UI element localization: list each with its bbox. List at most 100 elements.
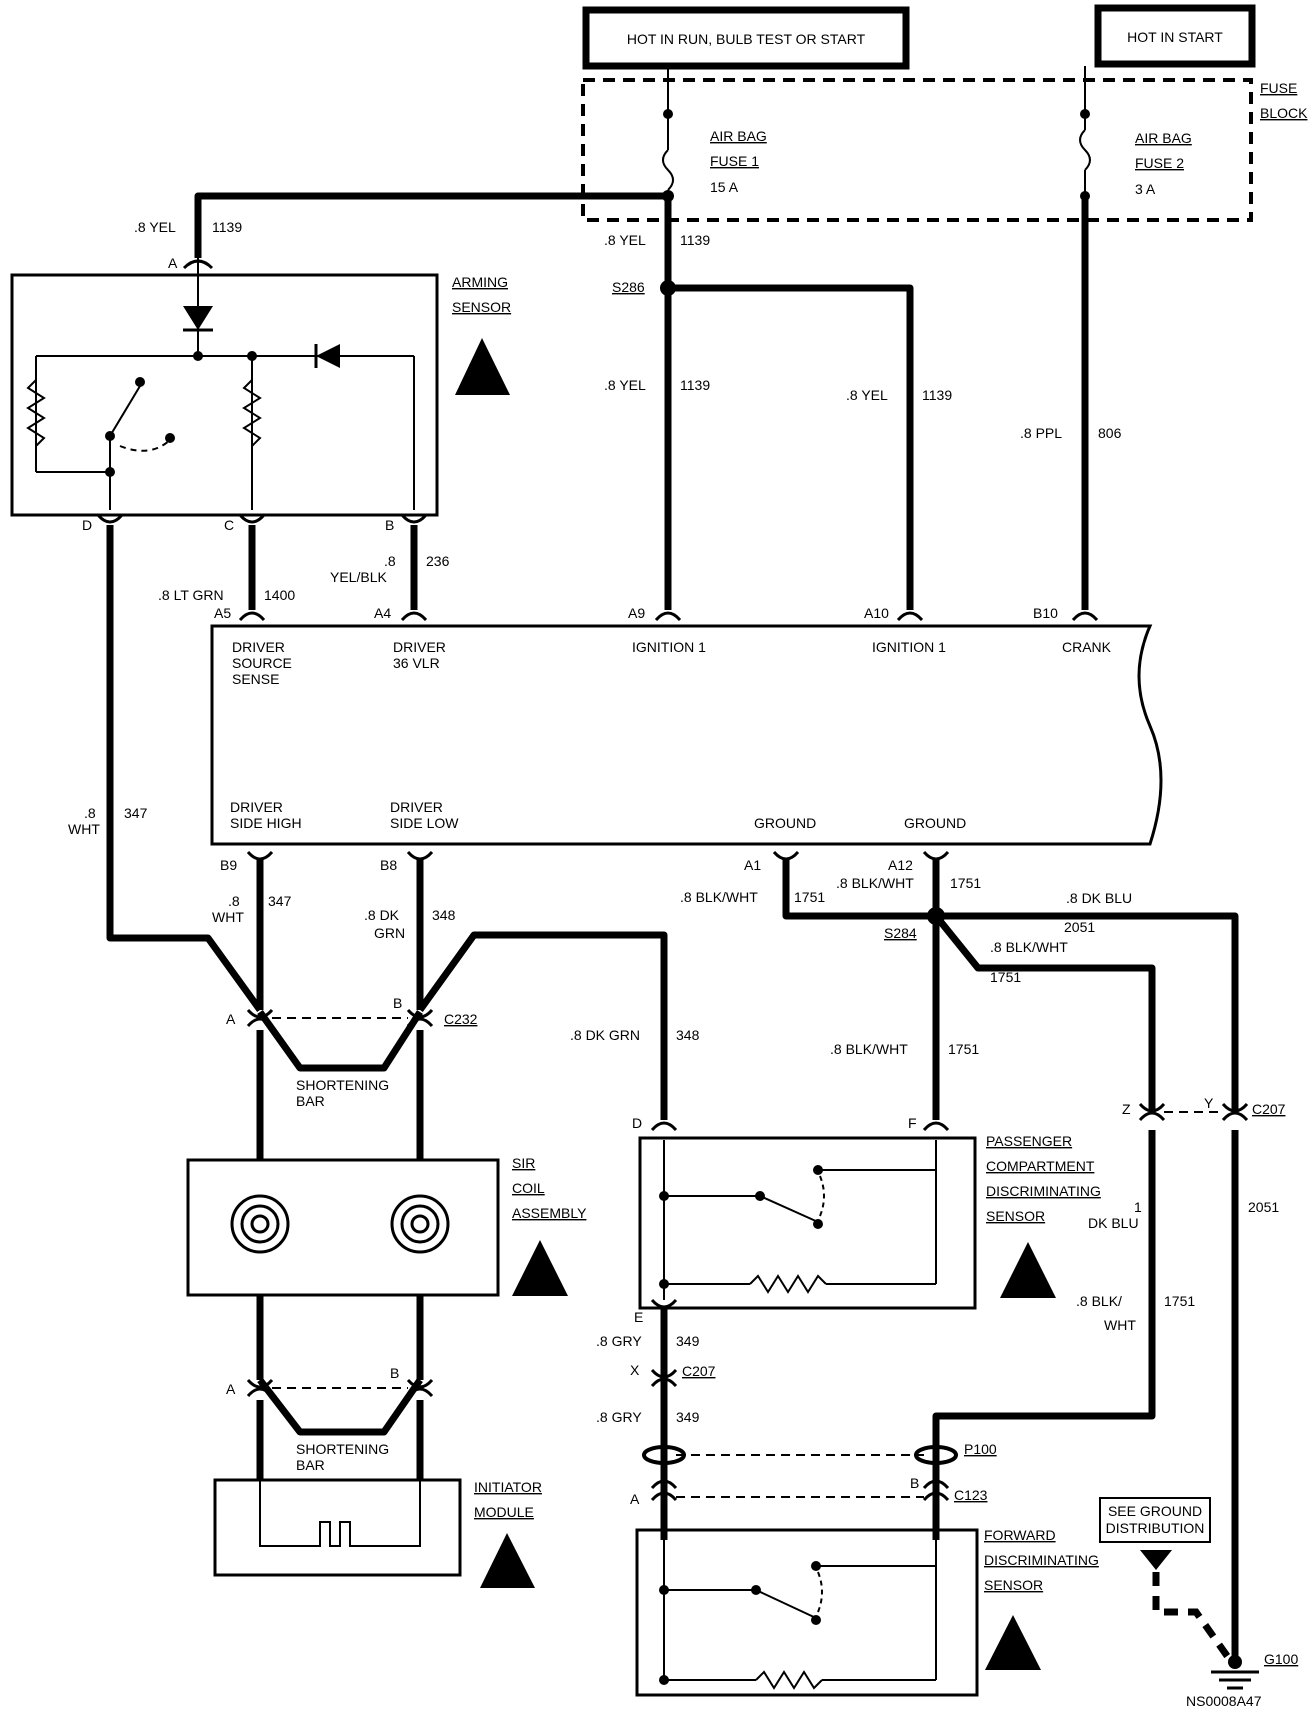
- warning-icon: [455, 338, 510, 395]
- w-wht-1a: .8: [84, 805, 96, 821]
- mod-side-low-1: DRIVER: [390, 799, 443, 815]
- w-yelblk-2: YEL/BLK: [330, 569, 387, 585]
- pin-a-c123: A: [630, 1491, 640, 1507]
- w-blkwht-4: .8 BLK/WHT: [830, 1041, 908, 1057]
- g100-label: G100: [1264, 1651, 1298, 1667]
- header-hot-run: HOT IN RUN, BULB TEST OR START: [582, 6, 910, 70]
- w-2051-1: 2051: [1064, 919, 1095, 935]
- pin-b9: B9: [220, 857, 237, 873]
- short-bar-upper-1: SHORTENING: [296, 1077, 389, 1093]
- ground-g100: SEE GROUND DISTRIBUTION G100 NS0008A47: [1099, 1497, 1298, 1709]
- w-yelblk-1: .8: [384, 553, 396, 569]
- pin-z-c207: Z: [1122, 1101, 1131, 1117]
- fuse1-l1: AIR BAG: [710, 128, 767, 144]
- short-bar-upper-2: BAR: [296, 1093, 325, 1109]
- w-yel-2: .8 YEL: [604, 232, 646, 248]
- fuse1-rating: 15 A: [710, 179, 739, 195]
- terminals: [96, 259, 1249, 1502]
- forward-discriminating-sensor: FORWARD DISCRIMINATING SENSOR: [635, 1527, 1099, 1697]
- w-wht-2a: .8: [228, 893, 240, 909]
- pin-d-arming: D: [82, 517, 92, 533]
- pin-a1: A1: [744, 857, 761, 873]
- pin-b-arming: B: [385, 517, 394, 533]
- pin-b8: B8: [380, 857, 397, 873]
- fds-label-2: DISCRIMINATING: [984, 1552, 1099, 1568]
- header-hot-run-label: HOT IN RUN, BULB TEST OR START: [627, 31, 866, 47]
- initiator-module: INITIATOR MODULE: [213, 1478, 542, 1588]
- splice-s286: [660, 280, 676, 296]
- pin-a-c232: A: [226, 1011, 236, 1027]
- w-1139-4: 1139: [922, 387, 952, 403]
- pin-b-lower: B: [390, 1365, 399, 1381]
- splice-s284: [927, 907, 945, 925]
- warning-icon: [1000, 1242, 1056, 1298]
- pin-labels: A D C B A5 A4 A9 A10 B10 B9 B8 A1 A12 A …: [82, 255, 1214, 1507]
- w-348-2: 348: [676, 1027, 700, 1043]
- w-blkwht-3: .8 BLK/WHT: [990, 939, 1068, 955]
- w-dkgrn-2: .8 DK GRN: [570, 1027, 640, 1043]
- pcds-label-1: PASSENGER: [986, 1133, 1072, 1149]
- pin-a10: A10: [864, 605, 889, 621]
- pin-a4: A4: [374, 605, 391, 621]
- w-wht-1b: WHT: [68, 821, 100, 837]
- diagnostic-module: DRIVER SOURCE SENSE DRIVER 36 VLR IGNITI…: [210, 624, 1163, 846]
- mod-side-high-1: DRIVER: [230, 799, 283, 815]
- warning-icon: [985, 1615, 1041, 1670]
- fuse1-l2: FUSE 1: [710, 153, 759, 169]
- pin-f-pcds: F: [908, 1115, 917, 1131]
- w-dkgrn-1a: .8 DK: [364, 907, 400, 923]
- passenger-compartment-sensor: PASSENGER COMPARTMENT DISCRIMINATING SEN…: [638, 1133, 1101, 1310]
- short-bar-lower-2: BAR: [296, 1457, 325, 1473]
- ref-c232: C232: [444, 1011, 478, 1027]
- w-1751-5: 1751: [1164, 1293, 1195, 1309]
- w-yel-1: .8 YEL: [134, 219, 176, 235]
- mod-ground-b: GROUND: [904, 815, 966, 831]
- mod-ign1-a: IGNITION 1: [632, 639, 706, 655]
- header-hot-start: HOT IN START: [1094, 4, 1256, 68]
- warning-icon: [512, 1240, 568, 1296]
- w-ppl: .8 PPL: [1020, 425, 1062, 441]
- w-1139-1: 1139: [212, 219, 242, 235]
- w-dkblu-2b: DK BLU: [1088, 1215, 1139, 1231]
- mod-driver36-2: 36 VLR: [393, 655, 440, 671]
- arming-label-2: SENSOR: [452, 299, 511, 315]
- short-bar-lower-1: SHORTENING: [296, 1441, 389, 1457]
- ref-s284: S284: [884, 925, 917, 941]
- pin-b-c232: B: [393, 995, 402, 1011]
- fuse-block-title-1: FUSE: [1260, 80, 1297, 96]
- warning-icon: [480, 1533, 535, 1588]
- pin-c-arming: C: [224, 517, 234, 533]
- ref-c207-y: C207: [1252, 1101, 1286, 1117]
- w-347-1: 347: [124, 805, 148, 821]
- pin-e-pcds: E: [634, 1309, 643, 1325]
- pin-b10: B10: [1033, 605, 1058, 621]
- w-348-1: 348: [432, 907, 456, 923]
- w-1139-3: 1139: [680, 377, 710, 393]
- w-347-2: 347: [268, 893, 292, 909]
- fuse-block-title-2: BLOCK: [1260, 105, 1308, 121]
- pcds-label-3: DISCRIMINATING: [986, 1183, 1101, 1199]
- fds-label-1: FORWARD: [984, 1527, 1056, 1543]
- mod-side-high-2: SIDE HIGH: [230, 815, 302, 831]
- w-dkblu-1: .8 DK BLU: [1066, 890, 1132, 906]
- w-349-1: 349: [676, 1333, 700, 1349]
- w-yel-3: .8 YEL: [604, 377, 646, 393]
- pin-y-c207: Y: [1204, 1095, 1214, 1111]
- ref-c123: C123: [954, 1487, 988, 1503]
- mod-ign1-b: IGNITION 1: [872, 639, 946, 655]
- w-1400: 1400: [264, 587, 295, 603]
- mod-driver-source-2: SOURCE: [232, 655, 292, 671]
- mod-driver-source-1: DRIVER: [232, 639, 285, 655]
- w-1751-1: 1751: [794, 889, 825, 905]
- pin-x-c207: X: [630, 1362, 640, 1378]
- w-dkgrn-1b: GRN: [374, 925, 405, 941]
- pin-a12: A12: [888, 857, 913, 873]
- w-1139-2: 1139: [680, 232, 710, 248]
- w-blkwht-2: .8 BLK/WHT: [836, 875, 914, 891]
- w-dkblu-2a: 1: [1134, 1199, 1142, 1215]
- pcds-label-4: SENSOR: [986, 1208, 1045, 1224]
- fuse2-l1: AIR BAG: [1135, 130, 1192, 146]
- connector-p100: [642, 1445, 958, 1465]
- w-2051-2: 2051: [1248, 1199, 1279, 1215]
